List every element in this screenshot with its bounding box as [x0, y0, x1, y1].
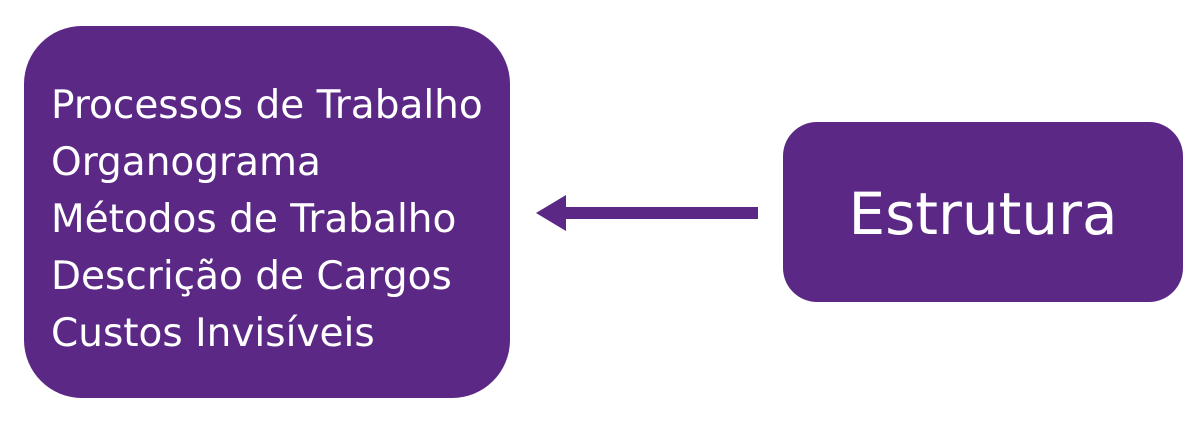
list-item: Custos Invisíveis — [51, 311, 375, 356]
left-box-activities: Processos de Trabalho Organograma Método… — [24, 26, 510, 398]
list-item: Organograma — [51, 140, 321, 185]
left-arrow-icon — [536, 195, 758, 231]
list-item: Descrição de Cargos — [51, 254, 452, 299]
list-item: Processos de Trabalho — [51, 83, 483, 128]
activities-list: Processos de Trabalho Organograma Método… — [51, 77, 510, 362]
structure-label: Estrutura — [848, 180, 1118, 248]
list-item: Métodos de Trabalho — [51, 197, 457, 242]
arrow-head — [536, 195, 566, 231]
right-box-structure: Estrutura — [783, 122, 1183, 302]
arrow-shaft — [558, 207, 758, 219]
